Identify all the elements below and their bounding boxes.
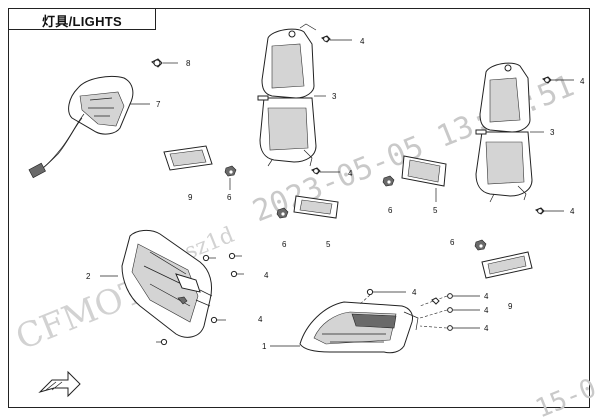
- part-screw-head-a2: [228, 252, 242, 260]
- part-nut-6a: [224, 165, 237, 177]
- part-screw-head-b1: [210, 316, 226, 324]
- callout-4-right-top: 4: [580, 77, 585, 86]
- callout-4-head-b: 4: [258, 315, 263, 324]
- callout-4-r1: 4: [412, 288, 417, 297]
- part-tail-light: [28, 75, 134, 179]
- forward-arrow-icon: [38, 370, 81, 398]
- callout-6a: 6: [227, 193, 232, 202]
- part-screw-main-top: [359, 288, 406, 305]
- part-nut-9-right: [431, 297, 440, 305]
- diagram-title: 灯具/LIGHTS: [42, 14, 122, 29]
- watermark-corner: 15-0: [531, 373, 600, 418]
- callout-4-r2: 4: [484, 292, 489, 301]
- callout-6-mid: 6: [388, 206, 393, 215]
- part-reflector-low: [293, 195, 339, 219]
- callout-2: 2: [86, 272, 91, 281]
- callout-5-mid: 5: [433, 206, 438, 215]
- callout-9-right: 9: [508, 302, 513, 311]
- diagram-frame: [8, 8, 590, 408]
- callout-1: 1: [262, 342, 267, 351]
- part-screw-head-b2: [156, 338, 168, 346]
- part-nut-6-mid: [382, 175, 395, 187]
- part-screw-4-mid: [311, 167, 321, 175]
- part-screws-right-column: [419, 293, 480, 331]
- callout-3-right: 3: [550, 128, 555, 137]
- callout-4-r3: 4: [484, 306, 489, 315]
- callout-7: 7: [156, 100, 161, 109]
- callout-8: 8: [186, 59, 191, 68]
- callout-4-top: 4: [360, 37, 365, 46]
- callout-6-right: 6: [450, 238, 455, 247]
- callout-4-r4: 4: [484, 324, 489, 333]
- part-screw-head-a3: [230, 270, 244, 278]
- callout-9: 9: [188, 193, 193, 202]
- part-screw-4-right-bot: [535, 207, 545, 215]
- callout-5-low: 5: [326, 240, 331, 249]
- callout-4-right-bot: 4: [570, 207, 575, 216]
- title-box: 灯具/LIGHTS: [8, 8, 156, 30]
- part-screw-4-right-top: [542, 76, 552, 84]
- callout-6-low: 6: [282, 240, 287, 249]
- part-headlight-left: [121, 229, 213, 338]
- part-turn-signal-right: [475, 62, 533, 203]
- part-reflector-left: [163, 145, 213, 171]
- part-nut-6-right: [474, 239, 487, 251]
- part-screw-4-top: [321, 35, 331, 43]
- callout-4-mid: 4: [348, 169, 353, 178]
- callout-4-head-a: 4: [264, 271, 269, 280]
- callout-3-mid: 3: [332, 92, 337, 101]
- part-reflector-mid: [401, 155, 447, 187]
- part-turn-signal-center: [257, 23, 317, 167]
- part-screw-head-a1: [202, 254, 216, 262]
- part-reflector-right: [481, 251, 533, 279]
- part-nut-6-low: [276, 207, 289, 219]
- part-headlight-main: [299, 301, 419, 354]
- part-screw-8: [151, 58, 163, 68]
